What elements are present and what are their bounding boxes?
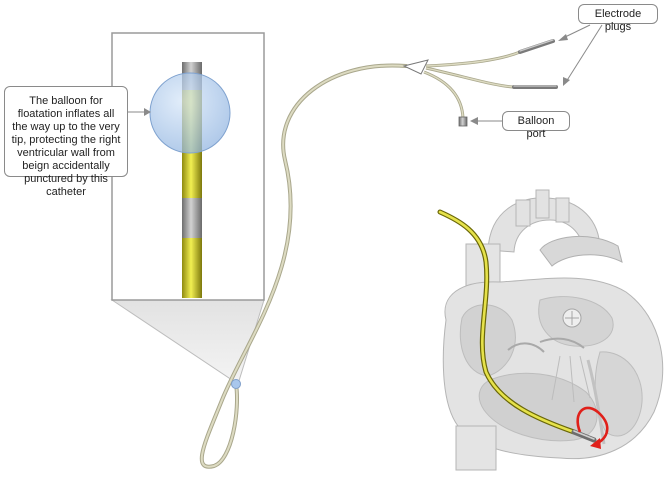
catheter-tip-balloon bbox=[231, 379, 241, 389]
magnifier-cone bbox=[110, 299, 265, 385]
electrode-plugs-text: Electrode plugs bbox=[594, 8, 642, 33]
catheter-tip-in-heart bbox=[571, 429, 597, 443]
septum bbox=[586, 359, 606, 445]
proximal-electrode-band bbox=[182, 198, 202, 238]
pulmonary-artery bbox=[539, 235, 623, 267]
brachiocephalic-vessel bbox=[515, 199, 531, 227]
branch-upper bbox=[425, 50, 521, 68]
electrode-plugs-label: Electrode plugs bbox=[578, 4, 658, 33]
inferior-vena-cava bbox=[455, 425, 497, 471]
tricuspid-valve bbox=[507, 342, 545, 353]
red-curved-arrow-icon bbox=[576, 406, 609, 446]
balloon-port-connector bbox=[458, 116, 468, 127]
branch-port bbox=[423, 70, 465, 119]
mitral-valve bbox=[539, 337, 585, 349]
subclavian-vessel bbox=[555, 197, 570, 223]
balloon-port-text: Balloon port bbox=[517, 115, 555, 140]
cable-junction bbox=[402, 59, 429, 75]
magnified-catheter bbox=[149, 62, 231, 298]
electrode-leader-upper bbox=[562, 24, 591, 39]
chordae bbox=[551, 355, 591, 403]
carotid-vessel bbox=[535, 189, 550, 219]
balloon-description-text: The balloon for floatation inflates all … bbox=[11, 95, 121, 198]
balloon-port-label: Balloon port bbox=[502, 111, 570, 140]
electrode-leader-lower bbox=[565, 24, 603, 83]
inflated-balloon bbox=[149, 72, 231, 154]
balloon-description-callout: The balloon for floatation inflates all … bbox=[4, 86, 128, 198]
right-ventricle-cavity bbox=[478, 372, 598, 442]
catheter-shaft-lower bbox=[182, 238, 202, 298]
heart-illustration bbox=[442, 189, 664, 471]
electrode-plug-upper bbox=[518, 39, 555, 54]
balloon-callout-arrowhead bbox=[144, 108, 151, 116]
